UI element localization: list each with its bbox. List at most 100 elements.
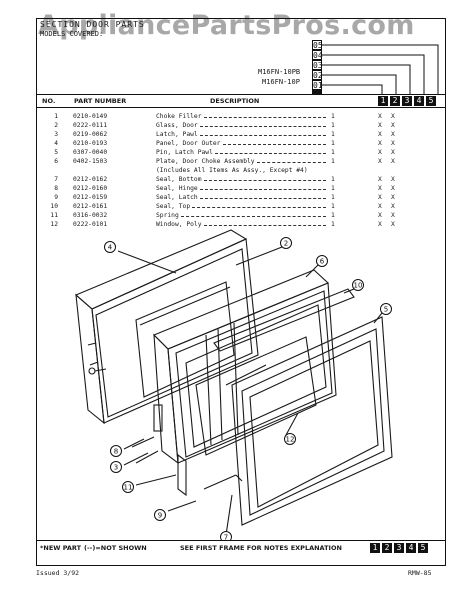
header-rule-top [36, 94, 446, 95]
row-variant-2-mark: X [391, 158, 395, 165]
callout-2: 2 [280, 237, 292, 249]
row-quantity: 1 [331, 158, 335, 165]
col-variant-5: 5 [426, 96, 436, 106]
row-variant-1-mark: X [378, 158, 382, 165]
watermark-text: AppliancePartsPros.com [38, 10, 415, 41]
row-leader-dots [222, 144, 326, 145]
callout-label: 11 [124, 484, 133, 492]
row-part-number: 0212-0161 [73, 203, 108, 210]
model-name-1: M16FN-10PB [258, 68, 301, 76]
row-description: Pin, Latch Pawl [156, 149, 213, 156]
row-variant-2-mark: X [391, 221, 395, 228]
row-description: Seal, Hinge [156, 185, 198, 192]
row-variant-2-mark: X [391, 122, 395, 129]
callout-label: 3 [114, 464, 118, 472]
footer-variant-2: 2 [382, 543, 392, 553]
row-variant-1-mark: X [378, 185, 382, 192]
diagram-part-glass-door [135, 281, 235, 398]
row-part-number: 0316-0032 [73, 212, 108, 219]
row-quantity: 1 [331, 176, 335, 183]
row-leader-dots [180, 216, 326, 217]
row-leader-dots [199, 189, 326, 190]
row-quantity: 1 [331, 113, 335, 120]
callout-label: 4 [108, 244, 113, 252]
row-description: Panel, Door Outer [156, 140, 221, 147]
row-quantity: 1 [331, 221, 335, 228]
col-variant-2: 2 [390, 96, 400, 106]
row-no: 8 [54, 185, 58, 192]
models-label: MODELS COVERED: [40, 30, 104, 38]
col-header-description: DESCRIPTION [210, 97, 260, 105]
callout-label: 7 [224, 534, 228, 542]
issued-date: Issued 3/92 [36, 569, 80, 577]
row-variant-1-mark: X [378, 149, 382, 156]
row-part-number: 0307-0040 [73, 149, 108, 156]
diagram-part-outer-panel [74, 229, 259, 425]
footer-rule [36, 540, 446, 541]
callout-10: 10 [352, 279, 364, 291]
row-leader-dots [192, 207, 326, 208]
variant-code-marker [312, 90, 322, 95]
header-rule-bottom [36, 107, 446, 108]
row-leader-dots [199, 198, 326, 199]
callout-6: 6 [316, 255, 328, 267]
footer-not-shown: (--)=NOT SHOWN [84, 544, 147, 552]
row-quantity: 1 [331, 122, 335, 129]
callout-12: 12 [284, 433, 296, 445]
row-quantity: 1 [331, 203, 335, 210]
col-header-no: NO. [42, 97, 56, 105]
variant-connector-lines [322, 44, 439, 95]
callout-label: 8 [114, 448, 118, 456]
row-variant-2-mark: X [391, 113, 395, 120]
row-description: Spring [156, 212, 179, 219]
callout-5: 5 [380, 303, 392, 315]
row-description: Window, Poly [156, 221, 202, 228]
col-variant-4: 4 [414, 96, 424, 106]
row-quantity: 1 [331, 185, 335, 192]
row-variant-2-mark: X [391, 176, 395, 183]
callout-3: 3 [110, 461, 122, 473]
footer-variant-5: 5 [418, 543, 428, 553]
row-part-number: 0222-0101 [73, 221, 108, 228]
row-description: (Includes All Items As Assy., Except #4) [156, 167, 308, 174]
page-frame [36, 18, 446, 566]
row-part-number: 0212-0162 [73, 176, 108, 183]
row-part-number: 0219-0062 [73, 131, 108, 138]
row-description: Choke Filler [156, 113, 202, 120]
footer-variant-1: 1 [370, 543, 380, 553]
row-part-number: 0402-1503 [73, 158, 108, 165]
row-quantity: 1 [331, 194, 335, 201]
row-quantity: 1 [331, 212, 335, 219]
row-no: 9 [54, 194, 58, 201]
diagram-part-latch-spring [131, 404, 243, 497]
row-leader-dots [199, 126, 326, 127]
col-variant-3: 3 [402, 96, 412, 106]
diagram-part-seal-top [213, 288, 355, 352]
row-leader-dots [203, 117, 326, 118]
callout-label: 2 [284, 240, 288, 248]
callout-label: 5 [384, 306, 388, 314]
callout-4: 4 [104, 241, 116, 253]
variant-code-05: 05 [312, 40, 323, 50]
callout-7: 7 [220, 531, 232, 542]
row-no: 11 [50, 212, 58, 219]
row-description: Latch, Pawl [156, 131, 198, 138]
row-quantity: 1 [331, 140, 335, 147]
footer-variant-3: 3 [394, 543, 404, 553]
row-no: 1 [54, 113, 58, 120]
row-variant-2-mark: X [391, 131, 395, 138]
row-description: Seal, Bottom [156, 176, 202, 183]
row-no: 12 [50, 221, 58, 228]
col-header-part-number: PART NUMBER [74, 97, 127, 105]
diagram-part-screw [88, 367, 107, 375]
diagram-part-plate-choke-assembly [153, 269, 337, 465]
